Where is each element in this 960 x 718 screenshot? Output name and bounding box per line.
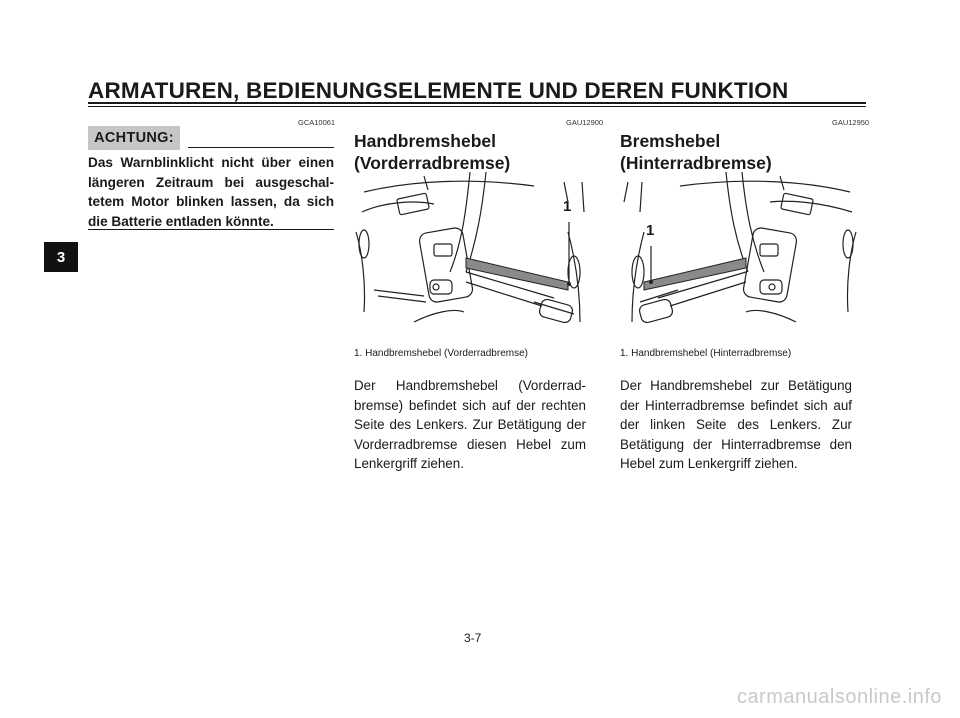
- rear-brake-illustration: [623, 172, 857, 324]
- warning-bottom-rule: [88, 229, 334, 230]
- rear-brake-text: Der Handbremshebel zur Betätigung der Hi…: [620, 378, 852, 472]
- watermark: carmanualsonline.info: [736, 686, 942, 708]
- rear-brake-title: Bremshebel (Hinterradbremse): [620, 131, 772, 173]
- front-brake-text: Der Handbremshebel (Vorderrad-bremse) be…: [354, 378, 586, 472]
- rear-brake-caption: 1. Handbremshebel (Hinterradbremse): [620, 348, 792, 359]
- front-brake-code: GAU12900: [566, 118, 604, 127]
- rear-brake-callout: 1: [646, 222, 655, 239]
- warning-text: Das Warnblinklicht nicht über einen läng…: [88, 155, 334, 229]
- header-rule-thin: [88, 106, 866, 107]
- warning-badge: ACHTUNG:: [88, 126, 180, 150]
- chapter-tab: 3: [44, 242, 78, 272]
- header-rule: [88, 102, 866, 104]
- page-header-title: ARMATUREN, BEDIENUNGSELEMENTE UND DEREN …: [88, 78, 789, 103]
- page-number: 3-7: [464, 631, 482, 645]
- warning-badge-rule: [188, 147, 334, 148]
- front-brake-title: Handbremshebel (Vorderradbremse): [354, 131, 511, 173]
- front-brake-callout: 1: [563, 198, 572, 215]
- front-brake-illustration: [355, 172, 585, 324]
- front-brake-caption: 1. Handbremshebel (Vorderradbremse): [354, 348, 528, 359]
- rear-brake-code: GAU12950: [832, 118, 870, 127]
- warning-code: GCA10061: [298, 118, 336, 127]
